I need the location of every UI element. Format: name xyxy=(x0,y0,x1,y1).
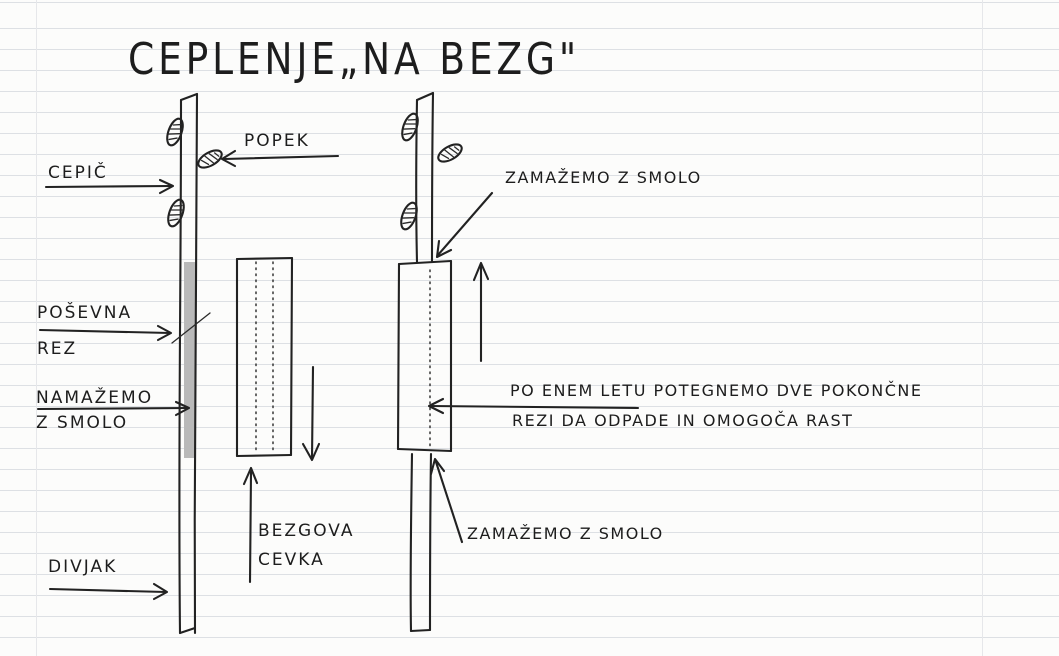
buds-right xyxy=(400,112,463,231)
label-bezgova-line2: CEVKA xyxy=(258,550,325,570)
zamazemo-bottom-arrow xyxy=(429,457,464,544)
label-zamazemo-bottom: ZAMAŽEMO Z SMOLO xyxy=(467,524,664,543)
posevna-arrow xyxy=(38,324,173,342)
label-namazemo-line2: Z SMOLO xyxy=(36,413,129,433)
popek-arrow xyxy=(220,149,340,168)
bud-icon xyxy=(166,117,184,147)
grafted-assembly xyxy=(396,91,453,633)
label-popek: POPEK xyxy=(244,131,310,151)
cepic-arrow xyxy=(44,178,175,195)
bud-icon xyxy=(197,149,223,169)
label-posevna-line2: REZ xyxy=(37,339,78,359)
stock-right-edge xyxy=(193,92,199,635)
label-divjak: DIVJAK xyxy=(48,557,118,577)
up-arrow xyxy=(472,261,490,363)
right-margin-line xyxy=(982,0,983,656)
label-namazemo-line1: NAMAŽEMO xyxy=(36,388,154,408)
tube-label-arrow xyxy=(242,466,259,584)
label-note-line2: REZI DA ODPADE IN OMOGOČA RAST xyxy=(512,411,854,430)
label-zamazemo-top: ZAMAŽEMO Z SMOLO xyxy=(505,168,702,187)
buds-left xyxy=(166,117,223,228)
note-arrow xyxy=(427,397,640,415)
bud-icon xyxy=(437,143,463,163)
label-cepic: CEPIČ xyxy=(48,163,108,183)
elder-tube xyxy=(235,256,294,458)
stock-bottom xyxy=(178,626,197,635)
label-bezgova-line1: BEZGOVA xyxy=(258,521,355,541)
label-posevna-line1: POŠEVNA xyxy=(37,303,133,323)
zamazemo-top-arrow xyxy=(435,191,494,259)
label-note-line1: PO ENEM LETU POTEGNEMO DVE POKONČNE xyxy=(510,381,923,400)
left-margin-line xyxy=(36,0,37,656)
diagram-title: CEPLENJE„NA BEZG" xyxy=(128,34,580,85)
bud-icon xyxy=(400,201,418,231)
bud-icon xyxy=(167,198,185,228)
divjak-arrow xyxy=(48,582,169,601)
down-arrow xyxy=(301,365,321,462)
rootstock-with-scion xyxy=(171,92,211,635)
stock-top xyxy=(179,92,199,102)
namazemo-arrow xyxy=(36,400,191,417)
oblique-cut-line xyxy=(171,312,211,344)
bud-icon xyxy=(401,112,419,142)
stock-left-edge xyxy=(178,98,183,635)
